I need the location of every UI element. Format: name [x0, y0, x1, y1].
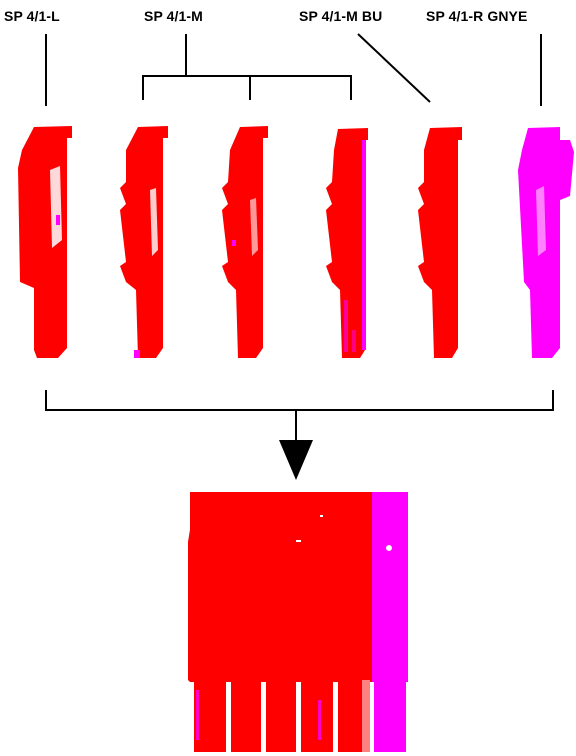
assembled-pins: [194, 680, 406, 752]
label-sp-4-1-m: SP 4/1-M: [144, 8, 203, 24]
terminal-part-m-3: [326, 128, 368, 358]
label-sp-4-1-r-gnye: SP 4/1-R GNYE: [426, 8, 528, 24]
label-sp-4-1-l: SP 4/1-L: [4, 8, 60, 24]
bracket-bottom: [45, 390, 554, 411]
terminal-part-l: [18, 126, 72, 358]
down-arrow-icon: [279, 440, 313, 480]
terminal-part-m-1: [120, 126, 168, 358]
terminal-part-m-bu: [418, 127, 462, 358]
bracket-middle: [142, 75, 352, 100]
terminal-part-m-2: [222, 126, 268, 358]
leader-line-middle-bu: [357, 33, 431, 103]
assembled-block: [188, 492, 408, 752]
terminal-part-r-gnye: [518, 127, 574, 358]
label-sp-4-1-m-bu: SP 4/1-M BU: [299, 8, 383, 24]
leader-lines: [45, 33, 554, 440]
